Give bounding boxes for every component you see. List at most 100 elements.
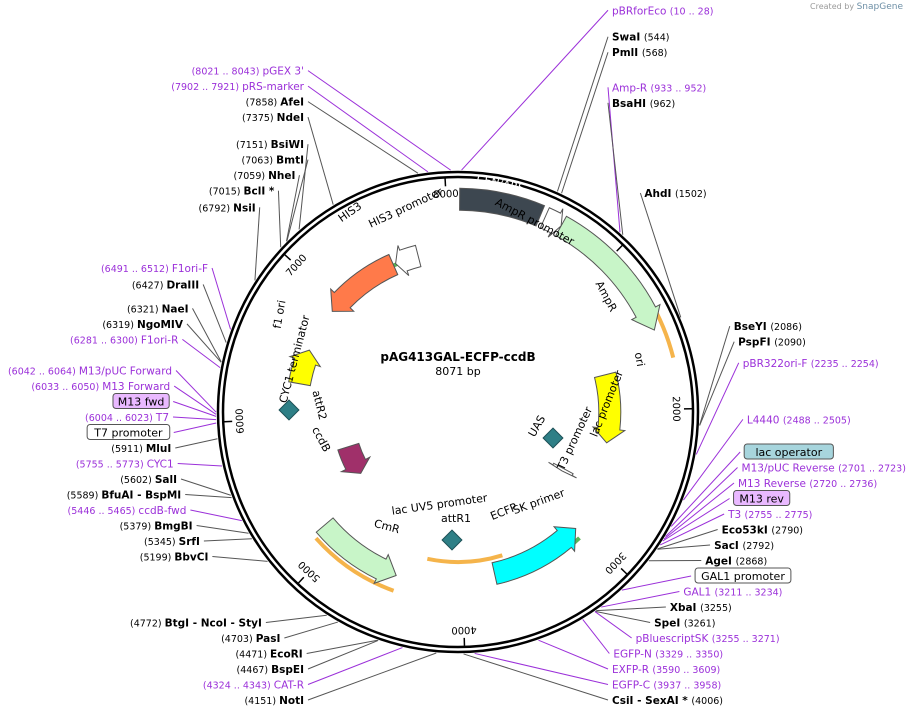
label-name: EcoRI [270,649,303,661]
label-name: F1ori-R [141,334,178,346]
label-name: EXFP-R [612,664,652,676]
label-name: CAT-R [274,680,304,692]
label-text: (5446 .. 5465) ccdB-fwd [68,505,187,517]
leader-line [173,401,217,417]
label-text: SacI (2792) [714,540,774,552]
leader-line [173,422,217,434]
feature-his3-promoter [395,244,422,276]
feature-f1-ori [288,349,322,387]
leader-line [594,611,632,639]
label-name: PmlI [612,47,642,59]
label-range: (6004 .. 6023) [85,413,156,424]
leader-line [196,525,249,534]
label-range: (7015) [209,187,244,198]
feature-cen-ars [459,187,546,227]
label-range: (3255) [700,603,732,614]
label-text: PmlI (568) [612,47,667,59]
label-name: PspFI [738,337,774,349]
leader-line [556,36,609,192]
feature-ampr-promoter [539,207,564,238]
leader-line [307,116,334,205]
label-name: DraIII [166,279,199,291]
label-range: (2720 .. 2736) [809,479,877,490]
label-text: (6319) NgoMIV [102,319,183,331]
label-text: PspFI (2090) [738,337,806,349]
label-text: pBR322ori-F (2235 .. 2254) [743,358,879,370]
label-nsii: (6792) NsiI [199,202,256,214]
leader-line [699,326,731,425]
tick-label: 7000 [284,253,309,279]
label-text: (5345) SrfI [144,536,200,548]
label-range: (5602) [120,475,155,486]
label-bmgbi: (5379) BmgBI [120,521,193,533]
label-name: F1ori-F [172,263,208,275]
feature-cmr [315,517,397,585]
label-text: (7059) NheI [234,170,296,182]
label-naei: (6321) NaeI [127,303,189,315]
label-name: M13 Reverse [738,478,809,490]
label-range: (4324 .. 4343) [203,681,274,692]
label-range: (5379) [120,522,155,533]
label-box [86,424,171,441]
feature-his3 [330,253,399,312]
leader-line [582,619,610,654]
label-saci: SacI (2792) [714,540,774,552]
tick-label: 6000 [235,408,247,434]
label-ndei: (7375) NdeI [242,112,304,124]
leader-line [538,639,609,670]
label-name: CsiI - SexAI * [612,695,691,707]
feature-ampr [555,215,661,331]
leader-line [670,451,741,527]
label-text: (7902 .. 7921) pRS-marker [171,81,304,93]
label-text: GAL1 (3211 .. 3234) [683,587,782,599]
label-egfp-c: EGFP-C (3937 .. 3958) [612,680,721,692]
label-name: pBluescriptSK [636,633,712,645]
leader-line [665,467,738,537]
label-swai: SwaI (544) [612,32,669,44]
label-range: (2235 .. 2254) [811,359,879,370]
label-text: (6033 .. 6050) M13 Forward [31,381,170,393]
site-marker-icon [441,529,463,551]
label-exfp-r: EXFP-R (3590 .. 3609) [612,664,720,676]
label-spei: SpeI (3261) [654,618,715,630]
leader-line [175,438,218,449]
label-text: (5755 .. 5773) CYC1 [76,459,174,471]
label-name: M13 Forward [102,381,170,393]
leader-line [463,653,609,701]
label-text: pBRforEco (10 .. 28) [612,5,713,17]
label-name: NheI [268,170,295,182]
label-name: XbaI [670,602,700,614]
label-name: BclI * [244,186,275,198]
leader-line [277,190,282,248]
label-range: (3329 .. 3350) [655,650,723,661]
label-range: (4467) [237,665,272,676]
label-range: (2792) [743,541,775,552]
label-text: L4440 (2488 .. 2505) [747,414,851,426]
leader-line [286,159,309,241]
plasmid-size: 8071 bp [435,365,480,378]
label-name: SacI [714,540,742,552]
label-ecori: (4471) EcoRI [235,649,302,661]
label-name: pBR322ori-F [743,358,811,370]
site-marker-icon [278,399,300,421]
label-eco53ki: Eco53kI (2790) [722,525,803,537]
label-name: BmtI [276,155,304,167]
label-text: (4703) PasI [221,633,280,645]
label-name: BseYI [734,321,771,333]
label-name: BmgBI [154,521,192,533]
label-name: CYC1 [147,459,174,471]
label-name: NgoMIV [137,319,184,331]
label-range: (4151) [244,696,279,707]
label-lac-operator: lac operator [743,443,834,460]
label-text: EGFP-C (3937 .. 3958) [612,680,721,692]
inner-label-uas: UAS [526,413,549,439]
leader-line [657,544,711,550]
label-text: pBluescriptSK (3255 .. 3271) [636,633,780,645]
label-text: (7015) BclI * [209,186,275,198]
label-cyc1: (5755 .. 5773) CYC1 [76,459,174,471]
label-name: NdeI [277,112,304,124]
label-mlui: (5911) MluI [111,443,171,455]
leader-line [596,606,666,612]
label-name: BsaHI [612,98,650,110]
